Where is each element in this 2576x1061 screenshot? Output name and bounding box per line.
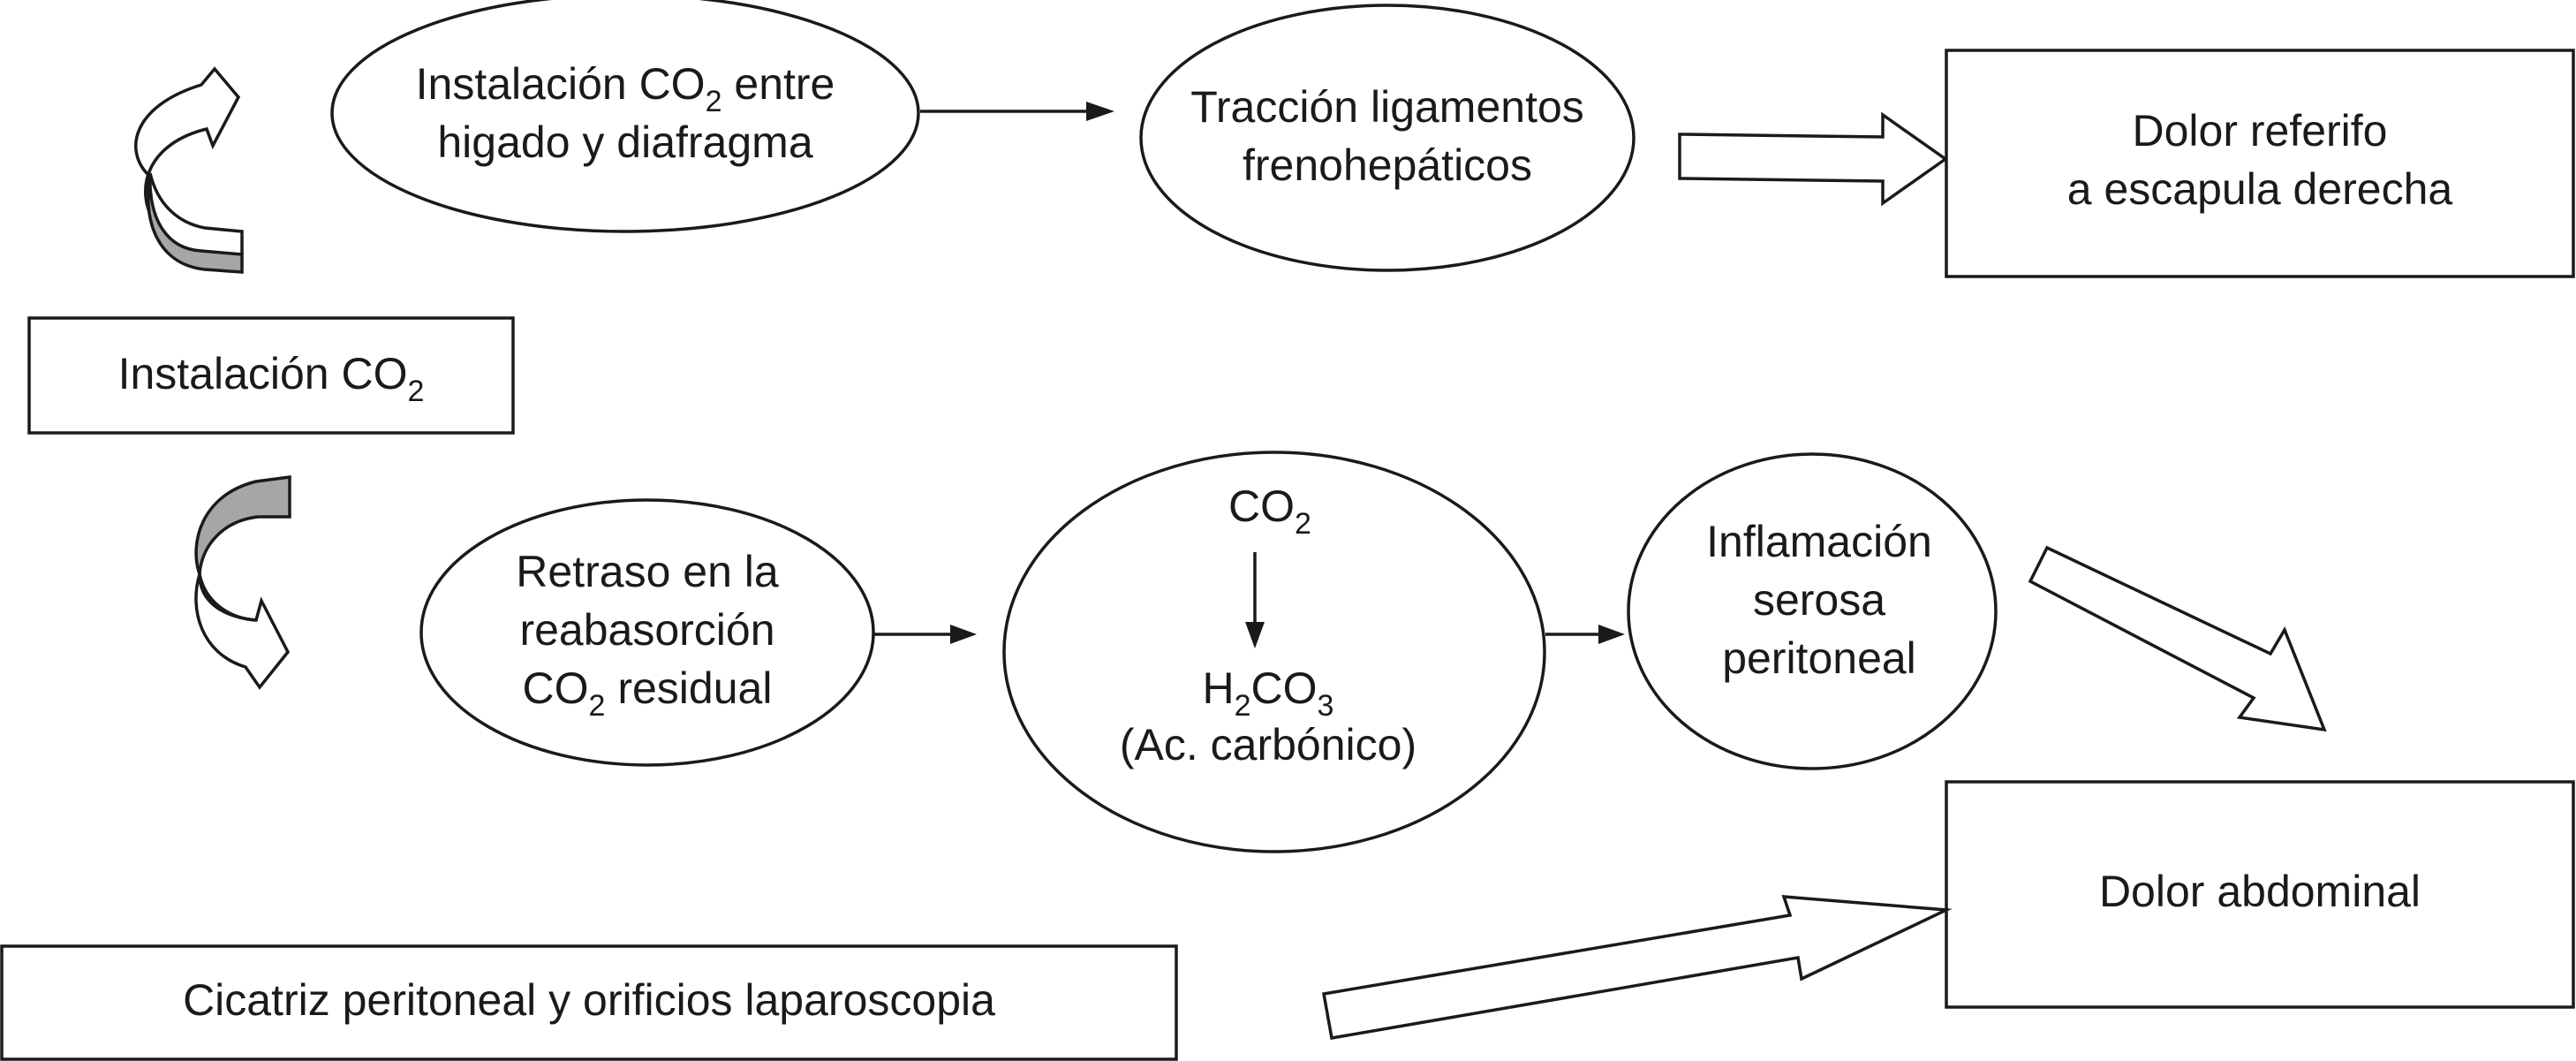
cicatriz-box xyxy=(0,944,1178,1061)
inflamacion-label-3: peritoneal xyxy=(1722,633,1916,683)
instalacion-co2-label: Instalación CO2 xyxy=(118,349,425,408)
arrow-higado-to-traccion xyxy=(920,102,1114,121)
retraso-label-1: Retraso en la xyxy=(516,547,779,596)
instalacion-co2-box xyxy=(27,316,515,435)
block-arrow-cicatriz-to-abdominal xyxy=(1321,895,1953,1041)
dolor-abdominal-box xyxy=(1945,780,2575,1009)
ellipse-inflamacion-serosa xyxy=(1627,452,1998,770)
traccion-label-2: frenohepáticos xyxy=(1243,140,1532,190)
inflamacion-label-1: Inflamación xyxy=(1706,517,1932,566)
dolor-abdominal-label: Dolor abdominal xyxy=(2099,867,2421,916)
retraso-label-3: CO2 residual xyxy=(523,663,773,723)
curved-arrow-down-icon xyxy=(194,475,291,690)
ellipse-co2-higado-diafragma xyxy=(330,0,920,233)
block-arrow-inflamacion-to-abdominal-shape xyxy=(2028,545,2327,732)
cicatriz-label: Cicatriz peritoneal y orificios laparosc… xyxy=(183,975,995,1025)
co2-entre-label: Instalación CO2 entre xyxy=(416,59,835,118)
co2-top-label: CO2 xyxy=(1228,481,1311,541)
ellipse-traccion-ligamentos xyxy=(1139,4,1635,272)
arrow-co2-to-inflamacion xyxy=(1545,625,1625,644)
curved-arrow-up-icon xyxy=(134,66,244,274)
h2co3-label: H2CO3 xyxy=(1203,663,1334,723)
ellipse-co2-carbonico xyxy=(1002,451,1546,853)
arrow-co2-to-h2co3 xyxy=(1245,552,1265,648)
acido-carbonico-label: (Ac. carbónico) xyxy=(1120,720,1416,769)
traccion-label-1: Tracción ligamentos xyxy=(1190,82,1584,132)
dolor-escapula-box xyxy=(1945,49,2575,278)
block-arrow-traccion-to-escapula xyxy=(1678,111,1949,207)
dolor-escapula-label-1: Dolor referifo xyxy=(2133,106,2388,155)
ellipse-retraso-reabsorcion xyxy=(419,498,875,767)
retraso-label-2: reabasorción xyxy=(519,605,774,655)
arrow-retraso-to-co2 xyxy=(874,625,977,644)
dolor-escapula-label-2: a escapula derecha xyxy=(2067,164,2453,214)
inflamacion-label-2: serosa xyxy=(1753,575,1885,625)
higado-diafragma-label: higado y diafragma xyxy=(437,117,812,167)
